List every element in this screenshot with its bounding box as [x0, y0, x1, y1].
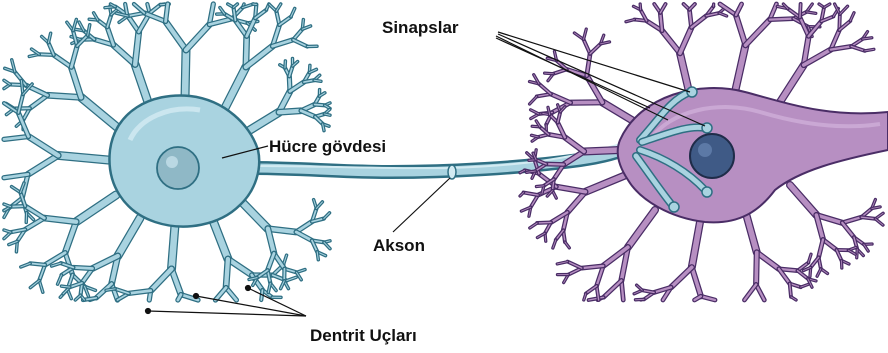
cell-body-label: Hücre gövdesi — [269, 138, 386, 155]
synapses-label: Sinapslar — [382, 19, 459, 36]
axon-label: Akson — [373, 237, 425, 254]
dendrite-tips-label: Dentrit Uçları — [310, 327, 417, 344]
neuron-a-nucleus — [157, 147, 199, 189]
neuron-b-nucleus — [690, 134, 734, 178]
